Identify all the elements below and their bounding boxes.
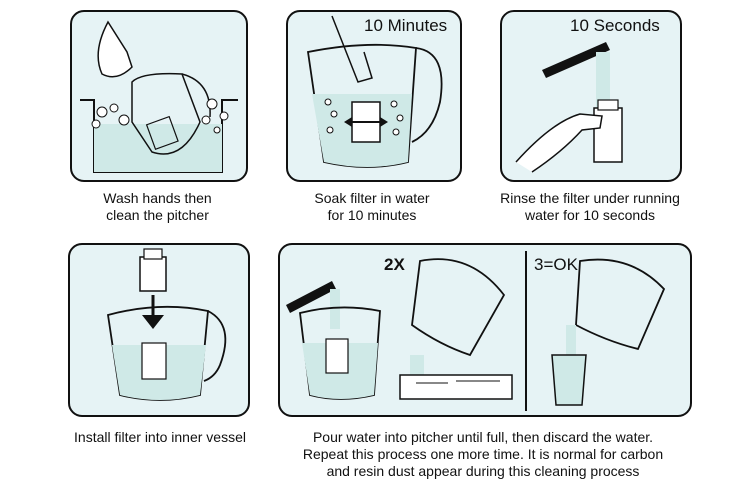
install-filter-illustration bbox=[106, 248, 227, 401]
step-1-caption-line2: clean the pitcher bbox=[106, 207, 209, 223]
step-4-caption: Install filter into inner vessel bbox=[60, 429, 260, 446]
step-1-panel bbox=[70, 10, 248, 182]
step-2-badge: 10 Minutes bbox=[364, 16, 448, 35]
step-3-badge: 10 Seconds bbox=[570, 16, 660, 35]
step-1-caption-line1: Wash hands then bbox=[103, 190, 212, 206]
rinse-filter-illustration bbox=[515, 42, 623, 173]
step-3-caption-line1: Rinse the filter under running bbox=[500, 190, 680, 206]
soak-filter-illustration bbox=[306, 15, 443, 168]
step-5-panel: 2X 3=OK bbox=[278, 243, 692, 417]
step-2-caption-line1: Soak filter in water bbox=[314, 190, 430, 206]
step-5-ok-badge: 3=OK bbox=[534, 255, 578, 274]
step-1-caption: Wash hands then clean the pitcher bbox=[60, 190, 255, 224]
step-3-panel: 10 Seconds bbox=[500, 10, 682, 182]
step-5-repeat-badge: 2X bbox=[384, 255, 405, 274]
step-5-caption: Pour water into pitcher until full, then… bbox=[278, 429, 688, 480]
step-2-caption: Soak filter in water for 10 minutes bbox=[272, 190, 472, 224]
step-4-panel bbox=[68, 243, 250, 417]
step-5-caption-line3: and resin dust appear during this cleani… bbox=[326, 463, 640, 479]
step-5-caption-line1: Pour water into pitcher until full, then… bbox=[312, 429, 654, 445]
pour-discard-illustration bbox=[286, 251, 666, 411]
step-2-caption-line2: for 10 minutes bbox=[327, 207, 417, 223]
step-2-panel: 10 Minutes bbox=[286, 10, 462, 182]
step-3-caption: Rinse the filter under running water for… bbox=[477, 190, 703, 224]
step-4-caption-line1: Install filter into inner vessel bbox=[74, 429, 246, 445]
step-3-caption-line2: water for 10 seconds bbox=[525, 207, 655, 223]
wash-pitcher-illustration bbox=[80, 20, 238, 173]
step-5-caption-line2: Repeat this process one more time. It is… bbox=[302, 446, 664, 462]
